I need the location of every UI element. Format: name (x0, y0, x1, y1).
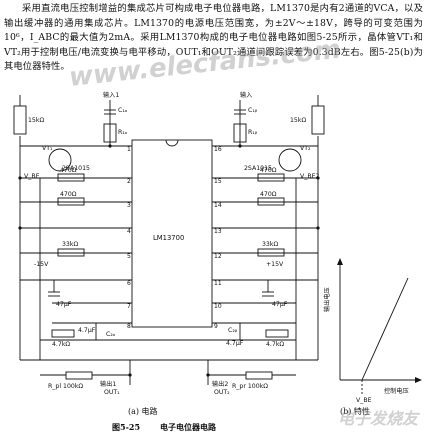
svg-text:10: 10 (214, 303, 222, 310)
svg-text:14: 14 (214, 202, 222, 209)
label-rpl: R_pl 100kΩ (48, 383, 83, 390)
ic-pin-numbers-right: 16 15 14 13 12 11 10 9 (214, 146, 222, 330)
label-vt1: VT₁ (42, 145, 53, 152)
label-470-3: 470Ω (260, 167, 277, 174)
label-vbe1: V_BE (24, 173, 40, 180)
figure-number: 图5-25 (112, 422, 140, 432)
svg-text:8: 8 (127, 323, 131, 330)
svg-text:6: 6 (127, 280, 131, 287)
chart-b-ylabel: 输出电压 (323, 287, 331, 312)
label-p15v: +15V (266, 261, 284, 268)
label-470-2: 470Ω (60, 191, 77, 198)
label-r1b: R₁ᵦ (248, 129, 258, 136)
label-out2s: OUT₂ (214, 389, 230, 396)
intro-paragraph: 采用直流电压控制增益的集成芯片可构成电子电位器电路，LM1370是内有2通道的V… (4, 3, 423, 73)
label-vbe2: V_BE2 (300, 173, 319, 180)
label-out1s: OUT₁ (104, 389, 120, 396)
svg-text:15: 15 (214, 178, 222, 185)
label-in1: 输入1 (103, 91, 119, 99)
figure-title: 电子电位器电路 (160, 422, 217, 432)
svg-text:1: 1 (127, 146, 131, 153)
caption-a: (a) 电路 (128, 406, 158, 416)
label-in2: 输入 (240, 91, 252, 99)
label-4-7uf-right: 4.7μF (226, 340, 244, 347)
label-33k-left: 33kΩ (62, 241, 78, 248)
label-47k-right: 4.7kΩ (266, 341, 284, 348)
caption-b: (b) 特性 (340, 406, 370, 416)
label-out2: 输出2 (212, 380, 228, 388)
svg-text:13: 13 (214, 228, 222, 235)
label-c2a: C₂ₐ (106, 331, 116, 338)
label-tr1: 2SA1015 (62, 165, 90, 172)
ic-pin-numbers-left: 1 2 3 4 5 6 7 8 (127, 146, 131, 330)
watermark: www.elecfans.com (68, 35, 343, 93)
svg-text:4: 4 (127, 228, 131, 235)
label-47uf-left: 47μF (56, 301, 72, 308)
label-r15k-left: 15kΩ (28, 117, 44, 124)
label-47k-left: 4.7kΩ (52, 341, 70, 348)
label-c1a: C₁ₐ (118, 107, 128, 114)
label-tr2: 2SA1015 (244, 165, 272, 172)
chart-b-vbe: V_BE (356, 397, 372, 404)
svg-text:7: 7 (127, 303, 131, 310)
label-c2b: C₂ᵦ (228, 327, 238, 334)
ic-name: LM13700 (153, 234, 184, 242)
label-rpr: R_pr 100kΩ (232, 383, 268, 390)
svg-text:11: 11 (214, 280, 222, 287)
logo-text: 电子发烧友 (338, 409, 421, 428)
label-c1b: C₁ᵦ (248, 107, 258, 114)
label-vt2: VT₂ (300, 145, 311, 152)
label-m15v: -15V (34, 261, 49, 268)
svg-text:9: 9 (214, 323, 218, 330)
label-47uf-right: 47μF (272, 301, 288, 308)
svg-text:12: 12 (214, 253, 222, 260)
chart-b-xlabel: 控制电压 (384, 387, 409, 395)
label-4-7uf-left: 4.7μF (78, 327, 96, 334)
svg-text:16: 16 (214, 146, 222, 153)
svg-text:5: 5 (127, 253, 131, 260)
label-out1: 输出1 (100, 380, 116, 388)
svg-text:2: 2 (127, 178, 131, 185)
ic-body (131, 139, 213, 328)
label-r1a: R₁ₐ (118, 129, 128, 136)
label-r15k-right: 15kΩ (290, 117, 306, 124)
label-33k-right: 33kΩ (262, 241, 278, 248)
label-470-1: 470Ω (60, 167, 77, 174)
label-470-4: 470Ω (260, 191, 277, 198)
svg-text:3: 3 (127, 202, 131, 209)
